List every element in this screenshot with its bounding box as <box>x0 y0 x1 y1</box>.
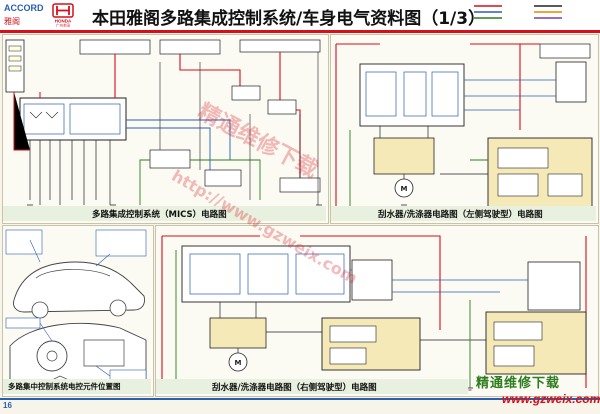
mics-circuit <box>5 39 322 208</box>
caption-band-mics <box>3 206 326 221</box>
page-title: 本田雅阁多路集成控制系统/车身电气资料图（1/3） <box>92 9 486 29</box>
caption-band-wiper-left <box>331 206 596 221</box>
caption-band-wiper-right <box>156 379 468 394</box>
header-bar: ACCORD 雅阁 HONDA 广州本田 本田雅阁多路集成控制系统/车身电气资料… <box>0 0 600 33</box>
page-number: 16 <box>3 401 12 410</box>
svg-text:M: M <box>401 185 408 193</box>
wiper-right-circuit: M <box>161 235 587 391</box>
model-label: 雅阁 <box>4 17 20 26</box>
svg-text:M: M <box>235 359 242 367</box>
footer-bar <box>0 398 600 400</box>
footer-watermark-cn: 精通维修下载 <box>476 376 561 391</box>
footer-watermark: 精通维修下载 www.gzweix.com <box>472 370 600 412</box>
caption-locations: 多路集中控制系统电控元件位置图 <box>8 382 121 391</box>
wire-color-legend <box>474 5 562 19</box>
svg-text:HONDA: HONDA <box>55 19 72 24</box>
caption-wiper-left: 刮水器/洗涤器电路图（左侧驾驶型）电路图 <box>378 210 543 220</box>
caption-wiper-right: 刮水器/洗涤器电路图（右侧驾驶型）电路图 <box>212 383 377 393</box>
brand-label: ACCORD <box>4 3 44 13</box>
component-location-drawing <box>5 229 147 393</box>
svg-text:广州本田: 广州本田 <box>56 23 70 28</box>
caption-mics: 多路集成控制系统（MICS）电路图 <box>92 210 227 220</box>
caption-band-locations <box>3 379 151 394</box>
wiper-left-circuit: M <box>335 43 593 210</box>
footer-watermark-url: www.gzweix.com <box>502 392 600 406</box>
honda-logo-icon: HONDA 广州本田 <box>52 3 74 28</box>
